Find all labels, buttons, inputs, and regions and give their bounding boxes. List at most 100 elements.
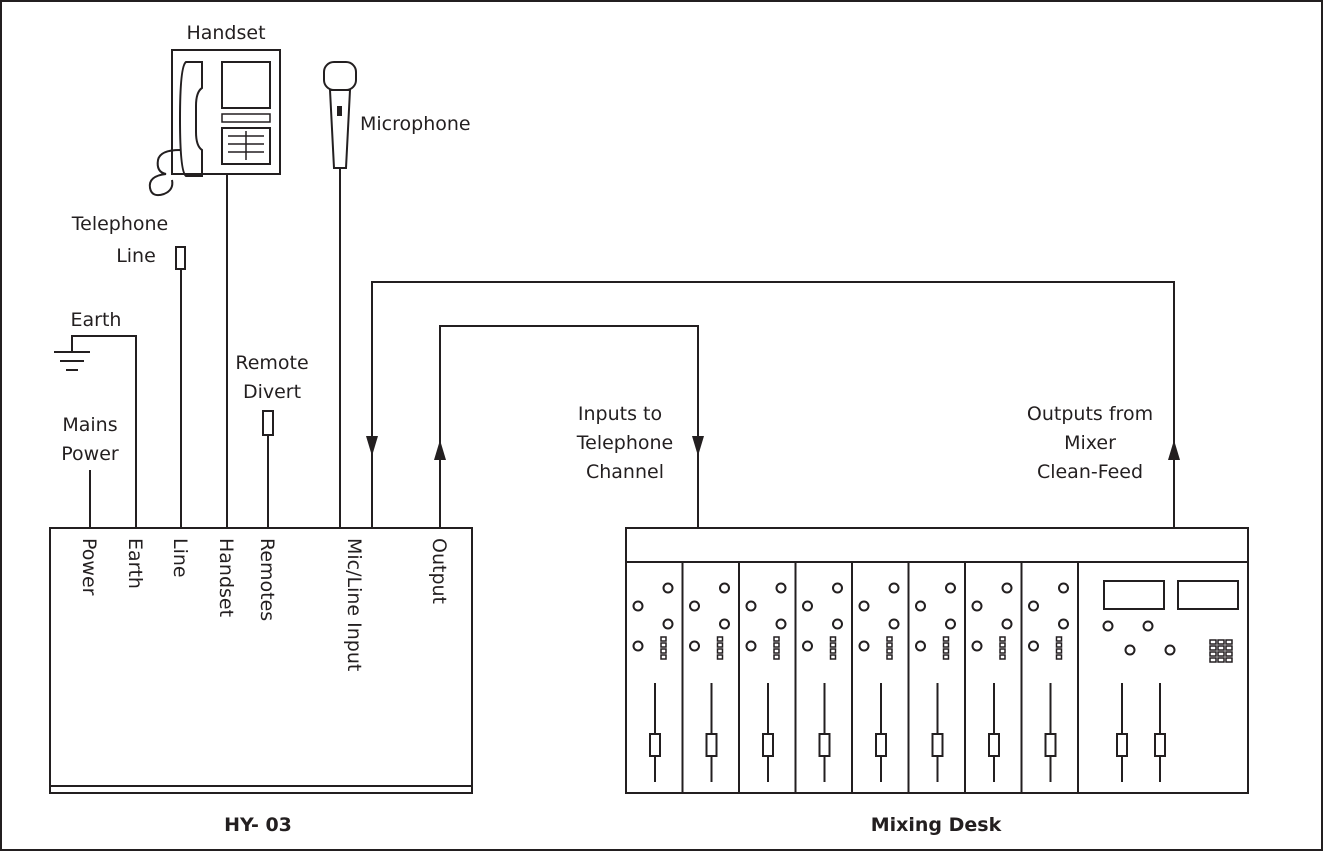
channel-knob-icon [719,618,730,630]
mic-line-input-arrow-icon [366,436,378,456]
port-output-label: Output [428,538,450,604]
channel-knob-icon [745,640,757,652]
master-fader-icon [1116,733,1128,757]
handset-label: Handset [186,22,265,44]
channel-knob-icon [945,618,956,630]
channel-knob-icon [971,640,983,652]
channel-led-icon [829,642,837,648]
channel-knob-icon [1028,640,1039,652]
channel-knob-icon [858,640,870,652]
channel-knob-icon [775,582,787,594]
channel-knob-icon [662,582,674,594]
port-handset-label: Handset [215,538,237,617]
mixing-desk-title: Mixing Desk [871,814,1002,836]
channel-led-icon [773,642,780,648]
channel-knob-icon [632,600,644,612]
channel-led-icon [660,636,667,642]
channel-led-icon [660,654,667,660]
channel-knob-icon [1058,618,1069,630]
master-led-icon [1225,639,1233,645]
channel-knob-icon [719,582,730,594]
channel-knob-icon [1028,600,1039,612]
channel-knob-icon [888,618,900,630]
clean-feed-arrow-icon [1168,440,1180,460]
remote-divert-label-1: Remote [235,352,308,374]
outputs-label-1: Outputs from [1027,403,1153,425]
master-led-icon [1217,657,1225,663]
channel-fader-icon [875,733,887,757]
channel-led-icon [999,654,1006,660]
channel-led-icon [942,642,950,648]
master-display-right [1177,580,1239,610]
channel-knob-icon [832,618,843,630]
channel-knob-icon [888,582,900,594]
mixing-desk [625,527,1249,794]
inputs-label-3: Channel [586,461,664,483]
master-led-icon [1209,651,1217,657]
channel-led-icon [1055,636,1063,642]
channel-knob-icon [689,600,700,612]
channel-knob-icon [802,600,813,612]
channel-fader-icon [1044,733,1057,757]
master-knob-icon [1164,644,1176,656]
master-knob-icon [1142,620,1154,632]
telephone-line-label-2: Line [116,245,156,267]
channel-fader-icon [705,733,718,757]
handset-icon [148,49,281,197]
channel-led-icon [660,642,667,648]
channel-led-icon [999,642,1006,648]
channel-led-icon [886,642,893,648]
remote-divert-label-2: Divert [243,381,301,403]
master-led-icon [1209,657,1217,663]
inputs-label-2: Telephone [576,432,674,454]
master-led-icon [1209,639,1217,645]
master-led-icon [1217,645,1225,651]
channel-led-icon [773,648,780,654]
mains-power-label-1: Mains [62,414,117,436]
channel-led-icon [716,636,724,642]
master-led-icon [1225,645,1233,651]
master-led-icon [1225,657,1233,663]
channel-led-icon [1055,642,1063,648]
channel-led-icon [829,654,837,660]
channel-led-icon [886,636,893,642]
master-led-icon [1217,651,1225,657]
telephone-line-plug-icon [175,246,186,270]
channel-led-icon [942,636,950,642]
channel-fader-icon [649,733,661,757]
port-line-label: Line [169,538,191,578]
microphone-label: Microphone [360,113,471,135]
channel-knob-icon [1001,582,1013,594]
master-led-icon [1225,651,1233,657]
channel-knob-icon [945,582,956,594]
channel-knob-icon [689,640,700,652]
telephone-channel-arrow-icon [692,436,704,456]
outputs-label-3: Clean-Feed [1037,461,1143,483]
inputs-label-1: Inputs to [578,403,662,425]
channel-knob-icon [802,640,813,652]
channel-knob-icon [775,618,787,630]
channel-knob-icon [1001,618,1013,630]
channel-led-icon [660,648,667,654]
channel-led-icon [773,654,780,660]
master-knob-icon [1124,644,1136,656]
master-display-left [1103,580,1165,610]
telephone-line-label-1: Telephone [71,213,169,235]
channel-fader-icon [762,733,774,757]
earth-ground-icon [54,335,137,528]
channel-led-icon [1055,654,1063,660]
output-arrow-icon [434,440,446,460]
channel-knob-icon [832,582,843,594]
channel-knob-icon [1058,582,1069,594]
channel-led-icon [999,636,1006,642]
outputs-label-2: Mixer [1064,432,1116,454]
master-knob-icon [1102,620,1114,632]
channel-knob-icon [662,618,674,630]
channel-led-icon [942,648,950,654]
port-remotes-label: Remotes [256,538,278,621]
channel-led-icon [829,636,837,642]
mains-power-label-2: Power [61,443,119,465]
channel-knob-icon [971,600,983,612]
channel-knob-icon [915,640,926,652]
